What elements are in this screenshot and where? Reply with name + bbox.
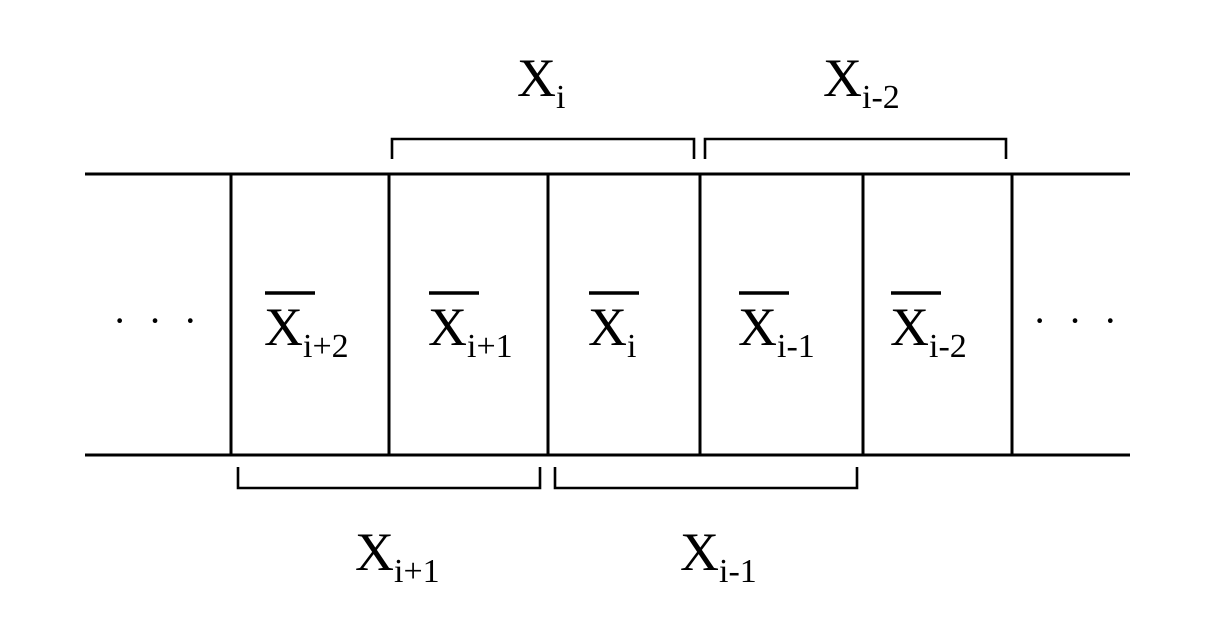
bottom-bracket [236, 467, 542, 490]
cell: Xi [588, 291, 639, 365]
cell-label: Xi+1 [428, 297, 513, 365]
bottom-bracket [553, 467, 859, 490]
top-bracket [703, 137, 1008, 159]
top-bracket-label: Xi [517, 48, 565, 116]
cell: Xi+1 [428, 291, 513, 365]
cell-label: Xi-1 [738, 297, 815, 365]
bottom-bracket-label: Xi+1 [355, 522, 440, 590]
cell-label: Xi-2 [890, 297, 967, 365]
cell-label: Xi+2 [264, 297, 349, 365]
ellipsis-left: · · · [113, 298, 203, 343]
ellipsis-right: · · · [1033, 298, 1123, 343]
cell-label: Xi [588, 297, 636, 365]
cell: Xi-2 [890, 291, 967, 365]
top-bracket [390, 137, 696, 159]
top-bracket-label: Xi-2 [823, 48, 900, 116]
cell: Xi+2 [264, 291, 349, 365]
bottom-bracket-label: Xi-1 [680, 522, 757, 590]
cell: Xi-1 [738, 291, 815, 365]
